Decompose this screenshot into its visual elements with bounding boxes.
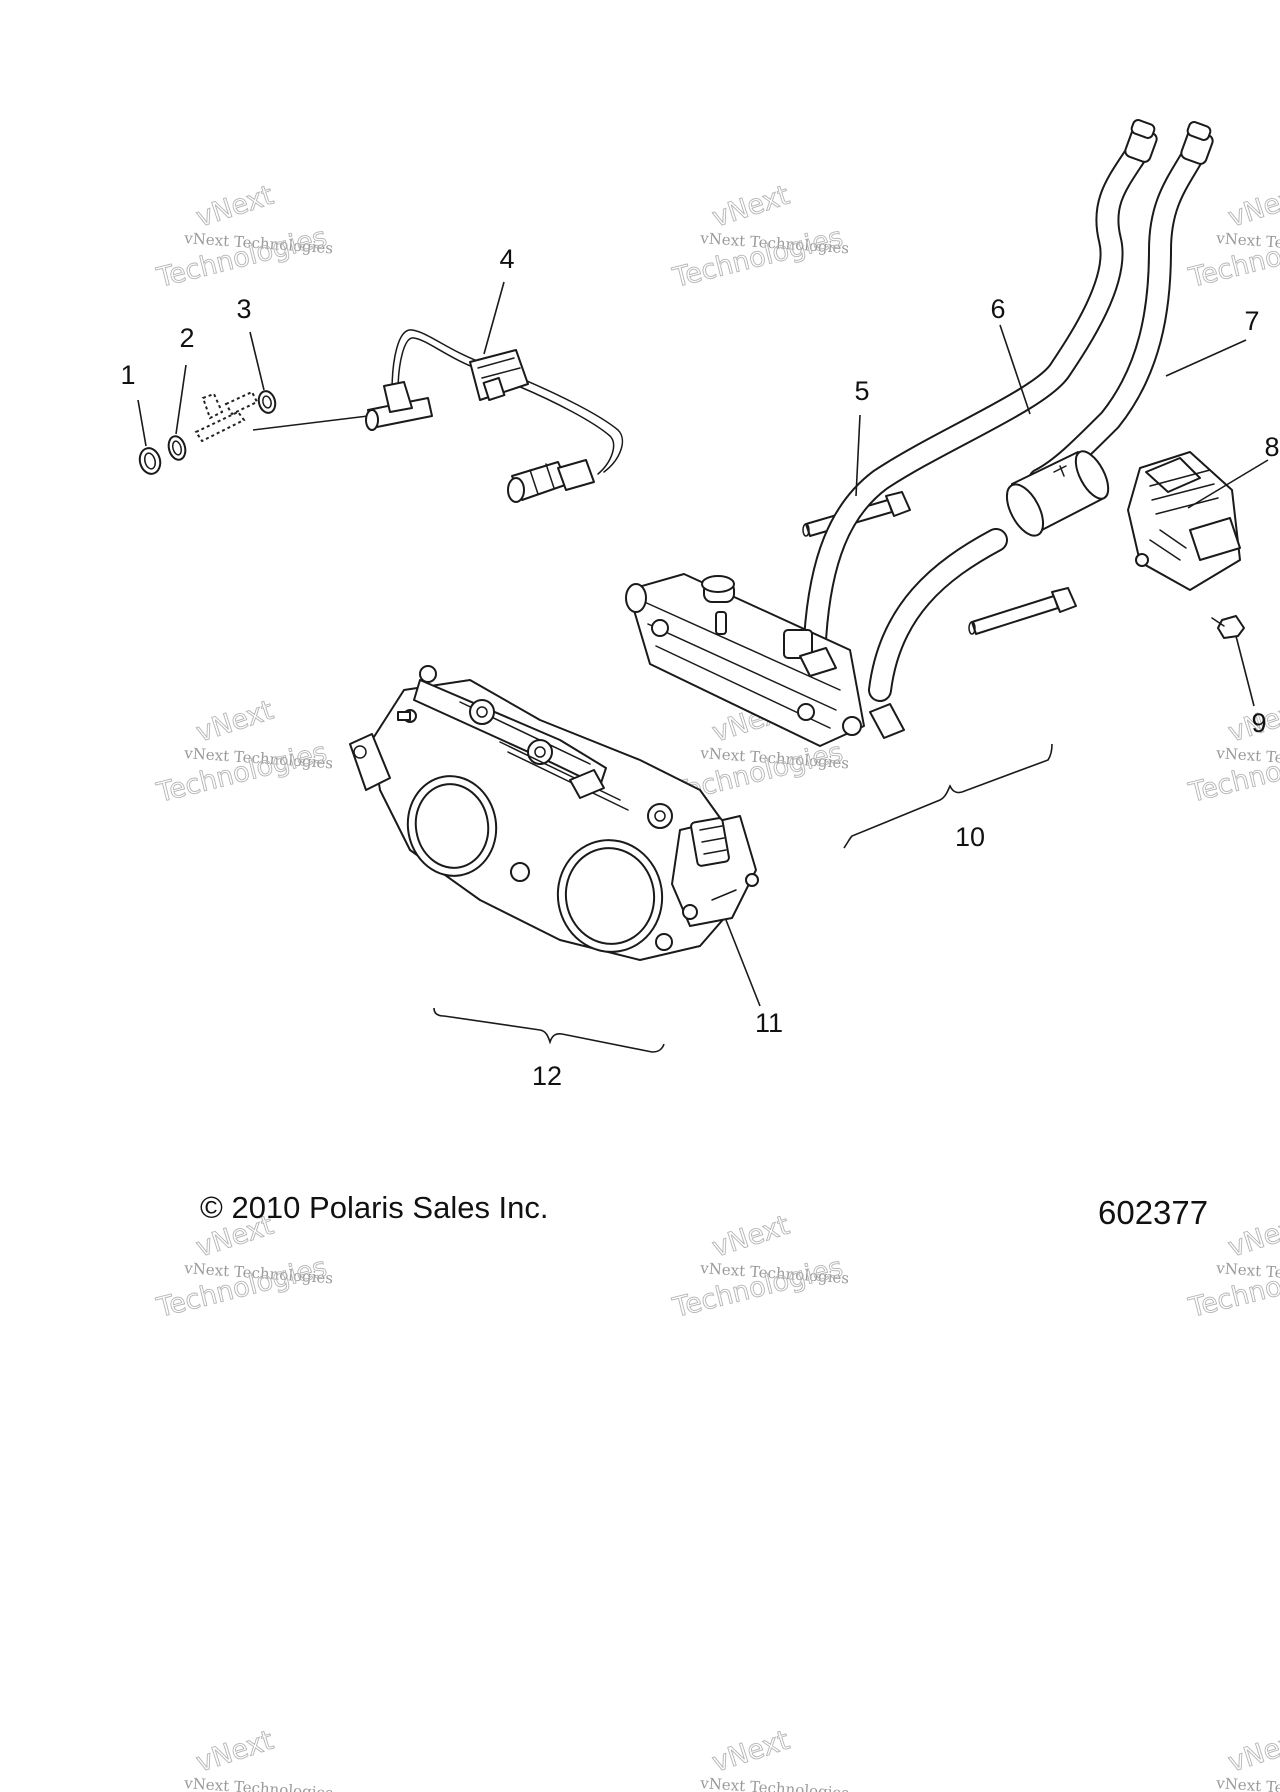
callout-4: 4 xyxy=(499,244,514,274)
watermark-line1: vNext xyxy=(1225,1725,1280,1779)
watermark-line1: vNext xyxy=(1225,180,1280,234)
watermark: vNext vNext Technologies Technologies xyxy=(1185,179,1280,294)
watermark: vNext vNext Technologies Technologies xyxy=(153,1209,334,1324)
callout-2: 2 xyxy=(179,323,194,353)
part-9-screw xyxy=(1211,615,1245,639)
watermark-line2: vNext Technologies xyxy=(699,1774,850,1792)
part-7-fuel-line xyxy=(868,121,1214,702)
copyright-text: © 2010 Polaris Sales Inc. xyxy=(200,1190,549,1225)
leader-lines xyxy=(137,281,1269,1053)
watermark: vNext vNext Technologies Technologies xyxy=(153,694,334,809)
part-2-seal xyxy=(167,435,187,461)
watermark: vNext vNext Technologies xyxy=(183,1724,334,1792)
part-8-sensor-assembly xyxy=(1127,451,1241,591)
callout-5: 5 xyxy=(854,376,869,406)
part-3-o-ring xyxy=(257,390,277,414)
callout-9: 9 xyxy=(1251,708,1266,738)
part-1-o-ring xyxy=(138,447,162,475)
watermark-line1: vNext xyxy=(193,1725,278,1779)
watermark: vNext vNext Technologies xyxy=(1215,1724,1280,1792)
callout-6: 6 xyxy=(990,294,1005,324)
watermark-line1: vNext xyxy=(709,1725,794,1779)
bracket-10 xyxy=(843,743,1053,849)
watermark-line1: vNext xyxy=(1225,1210,1280,1264)
part-4-fuel-injector-harness xyxy=(365,329,624,503)
callout-1: 1 xyxy=(120,360,135,390)
part-6-fuel-line xyxy=(803,119,1158,652)
callout-labels: 1 2 3 4 5 6 7 8 9 10 11 12 xyxy=(120,244,1279,1091)
watermark-line1: vNext xyxy=(193,180,278,234)
callout-3: 3 xyxy=(236,294,251,324)
callout-10: 10 xyxy=(955,822,985,852)
part-11-throttle-position-sensor xyxy=(671,815,759,927)
part-10-fuel-rail xyxy=(625,573,905,747)
watermark: vNext vNext Technologies Technologies xyxy=(669,179,850,294)
watermark-line2: vNext Technologies xyxy=(183,1774,334,1792)
watermark: vNext vNext Technologies Technologies xyxy=(153,179,334,294)
watermark: vNext vNext Technologies Technologies xyxy=(669,1209,850,1324)
part-12-throttle-body xyxy=(349,665,741,961)
injector-phantom-outline xyxy=(194,390,369,443)
callout-12: 12 xyxy=(532,1061,562,1091)
callout-8: 8 xyxy=(1264,432,1279,462)
watermark-line2: vNext Technologies xyxy=(1215,1774,1280,1792)
figure-number: 602377 xyxy=(1098,1194,1208,1231)
watermark-line1: vNext xyxy=(193,695,278,749)
callout-11: 11 xyxy=(755,1008,783,1038)
bolt-lower xyxy=(968,587,1077,635)
callout-7: 7 xyxy=(1244,306,1259,336)
watermark-line1: vNext xyxy=(709,1210,794,1264)
watermark-line1: vNext xyxy=(709,180,794,234)
watermark: vNext vNext Technologies xyxy=(699,1724,850,1792)
bracket-12 xyxy=(433,1007,665,1053)
